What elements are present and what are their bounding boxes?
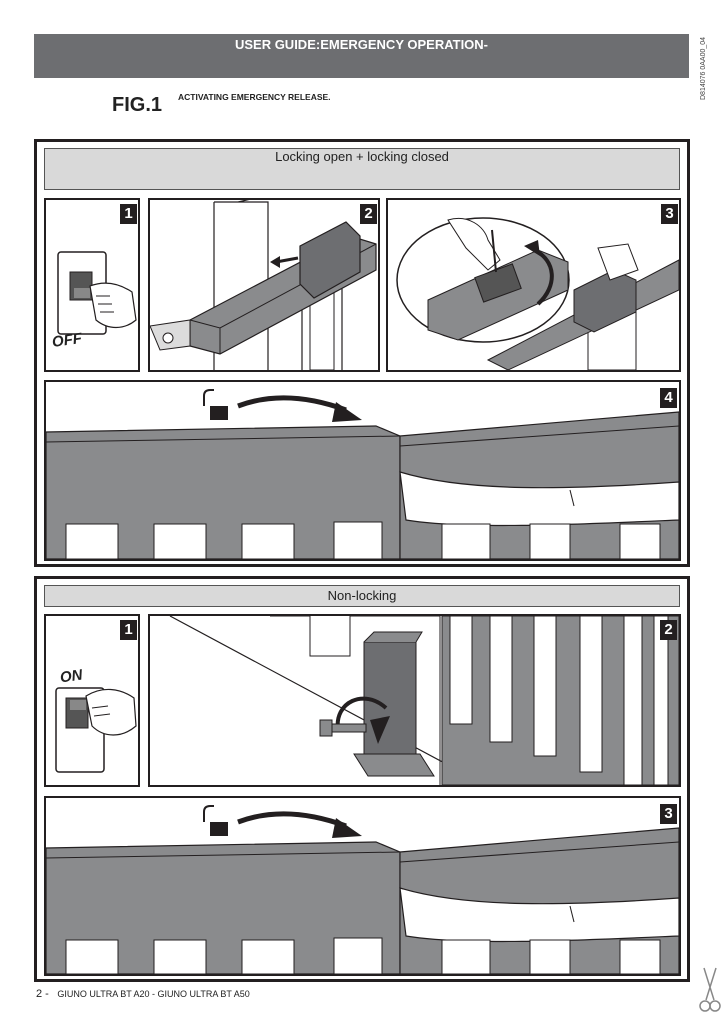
section-non-locking-title-bar: Non-locking — [44, 585, 680, 607]
switch-state-label: ON — [58, 666, 84, 687]
step-panel-key-release: 2 — [148, 614, 681, 787]
step-number-badge: 2 — [360, 204, 377, 224]
switch-off-illustration — [57, 251, 137, 335]
padlock-open-icon — [203, 389, 228, 420]
padlock-open-icon — [203, 805, 228, 836]
section-locking-title: Locking open + locking closed — [275, 149, 449, 164]
section-locking-title-bar: Locking open + locking closed — [44, 148, 680, 190]
scissors-icon — [698, 966, 722, 1016]
release-knob-illustration — [396, 217, 679, 370]
gate-push-illustration — [46, 805, 679, 974]
figure-label: FIG.1 — [112, 94, 163, 116]
step-panel-switch-on: 1 ON — [44, 614, 140, 787]
step-panel-manual-gate-opening: 3 — [44, 796, 681, 976]
actuator-illustration — [150, 200, 377, 370]
step-panel-switch-off: 1 OFF — [44, 198, 140, 372]
page-header-title: USER GUIDE:EMERGENCY OPERATION- — [234, 37, 489, 52]
footer-product-text: GIUNO ULTRA BT A20 - GIUNO ULTRA BT A50 — [57, 989, 250, 999]
document-code: D814076 0AA00_04 — [700, 36, 707, 100]
header-bar: USER GUIDE:EMERGENCY OPERATION- — [34, 34, 689, 78]
section-non-locking-title: Non-locking — [327, 588, 397, 603]
figure-title: ACTIVATING EMERGENCY RELEASE. — [178, 92, 331, 102]
step-panel-manual-gate-opening: 4 — [44, 380, 681, 561]
rotate-arrow-icon — [335, 696, 390, 744]
footer: 2 - GIUNO ULTRA BT A20 - GIUNO ULTRA BT … — [36, 988, 250, 1000]
step-panel-actuator-release: 2 — [148, 198, 380, 372]
key-release-illustration — [169, 616, 679, 785]
arrow-right-icon — [237, 811, 362, 838]
step-number-badge: 2 — [660, 620, 677, 640]
switch-on-illustration — [55, 687, 137, 773]
arrow-right-icon — [237, 395, 362, 422]
gate-push-illustration — [46, 389, 679, 559]
step-number-badge: 1 — [120, 204, 137, 224]
step-number-badge: 3 — [660, 804, 677, 824]
page-number: 2 - — [36, 988, 49, 1000]
step-number-badge: 3 — [661, 204, 678, 224]
step-number-badge: 1 — [120, 620, 137, 640]
step-panel-release-knob: 3 — [386, 198, 681, 372]
step-number-badge: 4 — [660, 388, 677, 408]
